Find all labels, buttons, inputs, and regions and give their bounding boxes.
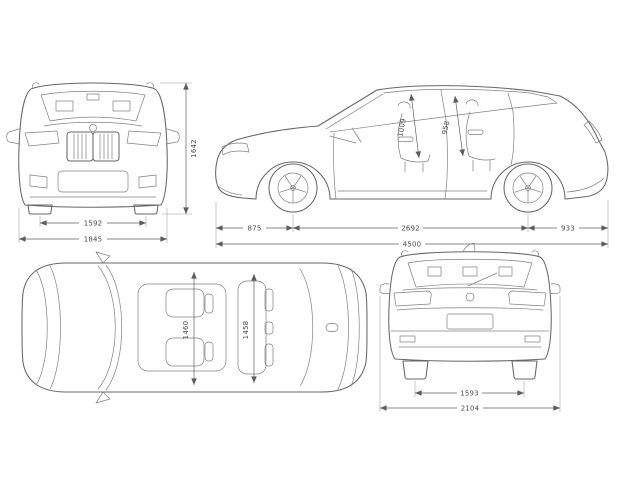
license-plate-recess	[446, 313, 494, 330]
front-extension-lines	[18, 82, 192, 243]
rear-overall-width-label: 2104	[461, 405, 480, 413]
side-extension-lines	[215, 200, 609, 248]
rear-brand-roundel-icon	[465, 292, 475, 302]
rear-roof-rails	[401, 250, 539, 257]
top-view: 1460 1458	[21, 251, 368, 404]
front-width-label-mask	[79, 235, 107, 243]
rearview-mirror	[86, 93, 100, 101]
front-track-label-mask	[79, 219, 107, 227]
top-side-mirrors	[95, 251, 111, 404]
interior-seats	[397, 99, 496, 173]
rear-shark-fin-antenna	[462, 242, 476, 253]
front-overall-width-label: 1845	[84, 236, 103, 244]
front-headrests	[55, 100, 131, 112]
front-wheel-arch	[255, 161, 331, 200]
front-headroom-label: 1009	[396, 118, 407, 138]
passenger-headrest	[204, 341, 214, 362]
wheelbase-label: 2692	[401, 225, 420, 233]
driver-headrest	[204, 293, 214, 314]
rear-wiper	[467, 272, 498, 287]
front-lower-intake	[57, 170, 129, 193]
rear-width-label-mask	[457, 404, 483, 412]
top-body-outline	[21, 262, 368, 393]
rear-window	[407, 258, 533, 288]
rear-wheel-arch	[490, 161, 566, 200]
front-windshield	[40, 90, 146, 122]
rear-rim	[512, 172, 544, 204]
grille-slats	[73, 133, 113, 160]
rear-tire	[503, 163, 553, 213]
rear-wheel	[503, 163, 553, 213]
rear-overhang-label: 933	[561, 225, 575, 233]
side-headlight	[221, 142, 250, 156]
front-overhang-label: 875	[248, 225, 262, 233]
rear-headrest-left	[264, 288, 274, 312]
overall-length-label: 4500	[403, 241, 422, 249]
side-body-upper-outline	[216, 85, 609, 200]
rear-door-handle	[467, 129, 484, 135]
rear-headroom-label: 958	[441, 120, 452, 135]
side-glasshouse	[325, 88, 558, 133]
front-dimensions: 1592 1845 1642	[18, 82, 198, 244]
rear-wheel-spokes	[514, 175, 542, 203]
top-dimensions: 1460 1458	[182, 272, 257, 385]
rear-reflectors	[399, 335, 541, 343]
top-tailgate-contours	[337, 265, 360, 390]
front-headlights	[24, 130, 162, 147]
front-side-mirrors	[6, 128, 180, 145]
rear-extension-lines	[379, 296, 561, 412]
side-dimensions: 1009 958 875 2692 933 4500	[215, 93, 609, 249]
front-hood-line	[43, 121, 143, 127]
rear-track-width-label: 1593	[460, 390, 479, 398]
side-door-lines	[333, 110, 515, 200]
brand-roundel-icon	[89, 124, 97, 132]
front-headroom-dim-line	[409, 93, 421, 159]
front-wheel	[268, 163, 318, 213]
rear-track-label-mask	[457, 389, 482, 397]
overall-length-label-mask	[399, 240, 425, 248]
rear-bumper-lines	[390, 330, 550, 348]
rear-view: 1593 2104	[379, 242, 561, 413]
rear-overhang-label-mask	[557, 224, 579, 232]
front-body-outline	[18, 82, 168, 208]
top-front-seats	[165, 288, 214, 367]
rear-headroom-dim-line	[453, 95, 465, 157]
top-rear-window	[299, 268, 314, 387]
front-height-label: 1642	[190, 139, 198, 158]
side-body-front-lower	[215, 160, 257, 200]
top-hood-contours	[35, 265, 61, 390]
front-tire	[268, 163, 318, 213]
front-track-width-label: 1592	[84, 220, 103, 228]
rear-dimensions: 1593 2104	[379, 296, 561, 413]
top-windshield	[97, 264, 123, 391]
rear-body-outline	[388, 251, 552, 362]
front-interior-width-label: 1460	[182, 321, 190, 340]
front-overhang-label-mask	[243, 224, 266, 232]
front-view: 1592 1845 1642	[6, 82, 198, 244]
front-fog-areas	[29, 174, 157, 189]
rear-headrests	[427, 266, 513, 277]
passenger-seat	[165, 337, 205, 367]
rear-side-mirrors	[379, 283, 561, 295]
rear-headrest-right	[264, 343, 274, 367]
rear-tailgate-lines	[396, 287, 544, 311]
rear-taillights	[393, 290, 547, 307]
front-wheel-spokes	[279, 175, 307, 203]
front-wheels	[27, 204, 159, 215]
front-roof-rails	[32, 82, 154, 89]
side-bumper-lines	[217, 177, 605, 196]
panoramic-roof	[137, 283, 227, 372]
front-rim	[277, 172, 309, 204]
rear-headrest-center	[264, 321, 274, 335]
shark-fin-antenna	[325, 323, 339, 332]
rear-wheels	[402, 360, 538, 380]
side-taillight	[583, 120, 603, 144]
interior-dash-steering	[329, 127, 362, 144]
side-view: 1009 958 875 2692 933 4500	[215, 85, 609, 249]
wheelbase-label-mask	[398, 224, 423, 232]
rear-interior-width-label: 1458	[242, 321, 250, 340]
kidney-grille	[66, 131, 120, 162]
driver-seat	[165, 288, 205, 318]
